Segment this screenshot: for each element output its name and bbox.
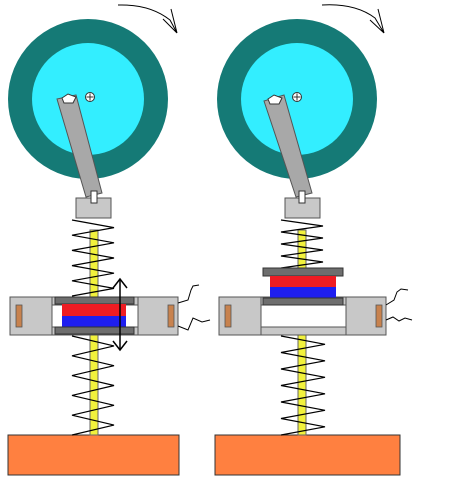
wire-lead-icon — [177, 317, 211, 331]
wire-lead-icon — [385, 316, 413, 322]
right-mechanism — [214, 4, 413, 476]
base-block — [214, 434, 401, 476]
joint-pin — [90, 190, 98, 204]
lower-spring — [280, 335, 326, 436]
magnet-red-layer — [270, 276, 336, 287]
coil-winding-right — [375, 304, 383, 328]
bolt-icon — [85, 92, 95, 102]
coil-winding-left — [224, 304, 232, 328]
coil-opening — [260, 304, 347, 328]
upper-spring — [71, 219, 115, 297]
magnet-red-layer — [62, 304, 126, 316]
lower-spring — [71, 335, 115, 436]
bolt-icon — [292, 92, 302, 102]
magnet-top-plate — [262, 267, 344, 277]
rotation-arrow-icon — [321, 4, 385, 34]
magnet-blue-layer — [62, 316, 126, 327]
base-block — [7, 434, 180, 476]
magnet-blue-layer — [270, 287, 336, 298]
left-mechanism — [7, 4, 211, 476]
coil-frame-bottom-rail — [260, 326, 347, 336]
coil-winding-left — [15, 304, 23, 328]
magnet-bottom-plate — [262, 297, 344, 306]
rotation-arrow-icon — [117, 4, 178, 34]
joint-pin — [298, 190, 306, 204]
coil-winding-right — [167, 304, 175, 328]
double-arrow-icon — [112, 277, 128, 352]
wire-lead-icon — [177, 284, 200, 304]
magnet-top-plate — [54, 296, 135, 305]
wire-lead-icon — [385, 288, 409, 306]
pivot-pin — [61, 93, 77, 104]
magnet-bottom-plate — [54, 326, 135, 335]
pivot-pin — [267, 94, 283, 105]
upper-spring — [280, 219, 324, 269]
